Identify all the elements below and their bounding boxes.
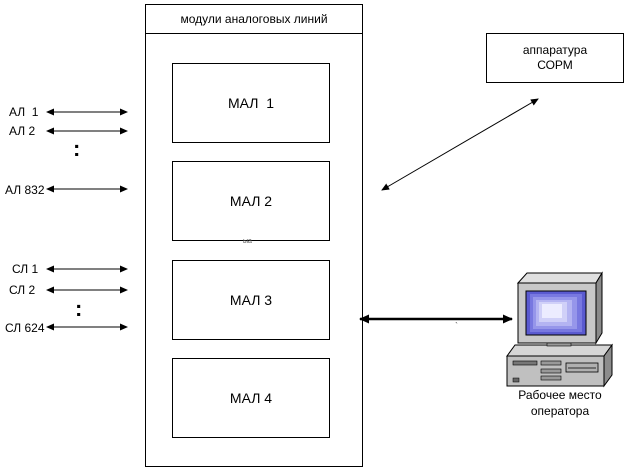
module-label: МАЛ 2: [229, 193, 273, 209]
module-mal-3: МАЛ 3: [172, 260, 330, 340]
ellipsis-analog: :: [73, 136, 81, 161]
line-label-sl-2: СЛ 2: [9, 283, 36, 297]
module-mal-1: МАЛ 1: [172, 63, 330, 143]
operator-workstation-caption: Рабочее место оператора: [518, 388, 602, 418]
module-mal-4: МАЛ 4: [172, 358, 330, 438]
svg-text:ыа: ыа: [243, 238, 252, 245]
svg-text:`: `: [455, 321, 458, 331]
sorm-label: аппаратура СОРМ: [522, 43, 588, 72]
container-title-cell: модули аналоговых линий: [146, 5, 362, 34]
line-label-al-1: АЛ 1: [9, 105, 39, 119]
line-label-al-832: АЛ 832: [5, 183, 45, 197]
line-label-al-2: АЛ 2: [9, 124, 36, 138]
line-label-sl-1: СЛ 1: [12, 262, 39, 276]
ellipsis-subscriber: :: [75, 296, 83, 321]
sorm-equipment-box: аппаратура СОРМ: [486, 33, 624, 83]
line-label-sl-624: СЛ 624: [5, 321, 45, 335]
container-title: модули аналоговых линий: [180, 12, 328, 26]
module-label: МАЛ 4: [229, 390, 273, 406]
arrow-sorm: [381, 98, 539, 191]
module-label: МАЛ 1: [227, 95, 275, 111]
module-mal-2: МАЛ 2: [172, 161, 330, 241]
module-label: МАЛ 3: [229, 292, 273, 308]
